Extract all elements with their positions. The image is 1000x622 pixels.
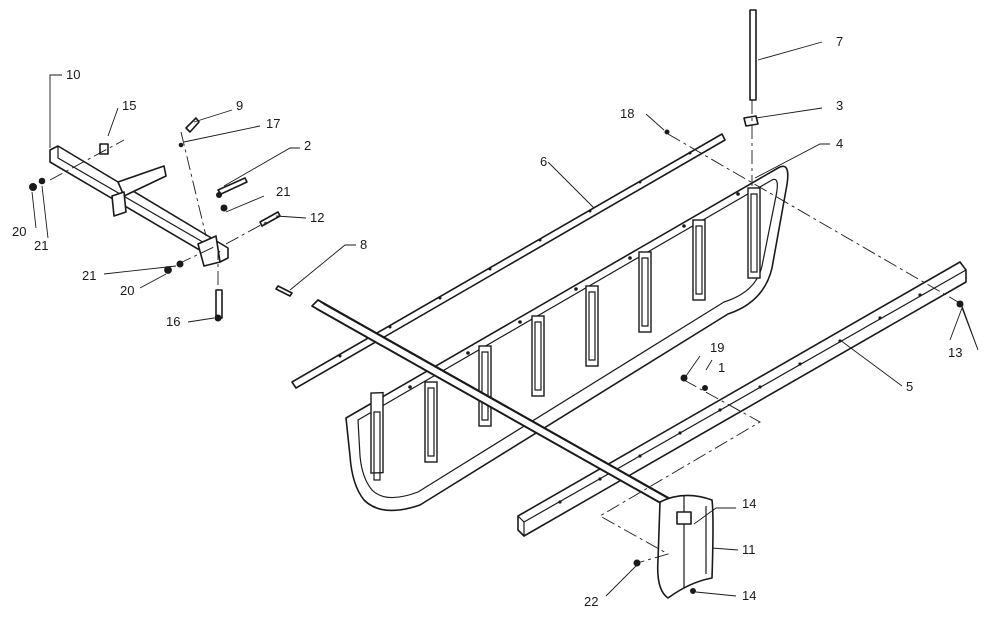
callout-12: 12 <box>310 210 324 225</box>
callout-11: 11 <box>742 542 756 557</box>
callout-4: 4 <box>836 136 843 151</box>
callout-8: 8 <box>360 237 367 252</box>
callout-21-lower: 21 <box>82 268 96 283</box>
callout-22: 22 <box>584 594 598 609</box>
callout-21-left: 21 <box>34 238 48 253</box>
callout-14-top: 14 <box>742 496 756 511</box>
vertical-bar <box>749 9 757 101</box>
callout-5: 5 <box>906 379 913 394</box>
callout-14-bottom: 14 <box>742 588 756 603</box>
hardware <box>29 117 964 594</box>
callout-7: 7 <box>836 34 843 49</box>
callout-10: 10 <box>66 67 80 82</box>
callout-3: 3 <box>836 98 843 113</box>
left-bracket <box>49 145 229 267</box>
callout-2: 2 <box>304 138 311 153</box>
assembly-lines <box>49 100 959 564</box>
callout-20-left: 20 <box>12 224 26 239</box>
top-strip <box>291 133 726 389</box>
callout-leaders <box>31 41 979 597</box>
callout-19: 19 <box>710 340 724 355</box>
panel-holes <box>408 192 740 389</box>
callout-labels: 1 2 3 4 5 6 7 8 9 10 11 12 13 14 14 15 1… <box>12 34 962 609</box>
callout-20-lower: 20 <box>120 283 134 298</box>
panel-slots <box>370 187 761 481</box>
callout-15: 15 <box>122 98 136 113</box>
small-plate <box>743 115 759 127</box>
callout-21-upper: 21 <box>276 184 290 199</box>
callout-6: 6 <box>540 154 547 169</box>
callout-16: 16 <box>166 314 180 329</box>
angle-rail <box>517 261 967 537</box>
callout-9: 9 <box>236 98 243 113</box>
end-flap <box>656 494 714 599</box>
callout-13: 13 <box>948 345 962 360</box>
main-panel <box>345 165 789 512</box>
callout-17: 17 <box>266 116 280 131</box>
callout-1: 1 <box>718 360 725 375</box>
callout-18: 18 <box>620 106 634 121</box>
